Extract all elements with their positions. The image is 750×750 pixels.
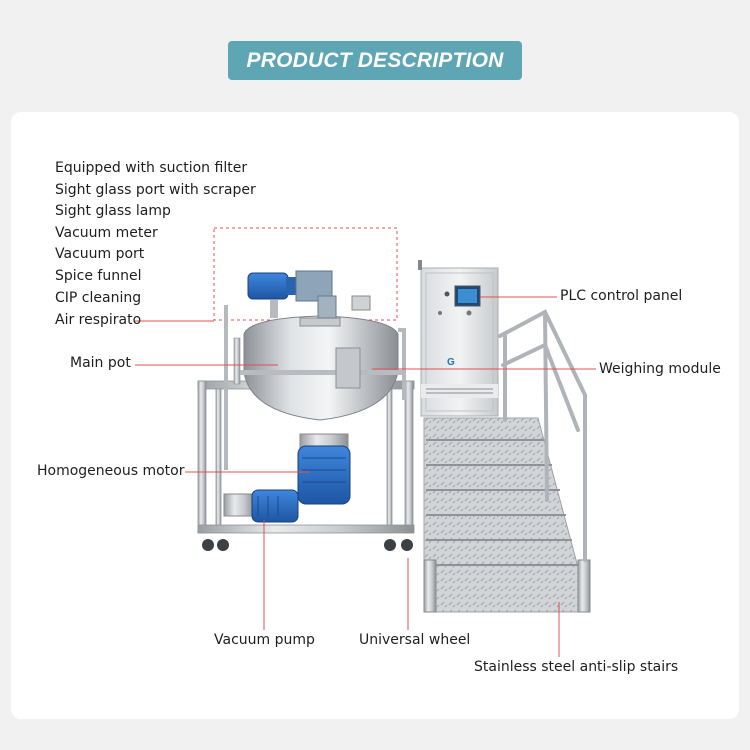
homogenizer-motor <box>297 433 351 505</box>
vacuum-pump-label: Vacuum pump <box>214 632 315 648</box>
feature-item: CIP cleaning <box>55 290 142 306</box>
leader-lines <box>135 296 596 657</box>
feature-item: Vacuum meter <box>55 225 158 241</box>
main-pot-label: Main pot <box>70 355 131 371</box>
vacuum-pump-motor <box>223 489 299 523</box>
homogeneous-motor-label: Homogeneous motor <box>37 463 185 479</box>
feature-item: Vacuum port <box>55 246 145 262</box>
plc-control-panel-label: PLC control panel <box>560 288 683 304</box>
feature-item: Sight glass port with scraper <box>55 182 256 198</box>
main-pot-vessel <box>240 315 402 421</box>
plc-cabinet: G <box>418 260 499 417</box>
diagram-card <box>11 112 739 719</box>
feature-item: Sight glass lamp <box>55 203 171 219</box>
weighing-module-label: Weighing module <box>599 361 721 377</box>
stairs-label: Stainless steel anti-slip stairs <box>474 659 679 675</box>
feature-item: Equipped with suction filter <box>55 160 248 176</box>
stair-handrail <box>498 309 587 562</box>
section-title-banner: PRODUCT DESCRIPTION <box>228 41 522 80</box>
top-agitator-motor <box>247 270 371 319</box>
universal-wheel-label: Universal wheel <box>359 632 471 648</box>
anti-slip-stairs <box>423 417 591 613</box>
brand-mark-logo: G <box>447 357 455 368</box>
caster-wheels <box>202 539 413 551</box>
feature-item: Spice funnel <box>55 268 142 284</box>
feature-item: Air respirato <box>55 312 142 328</box>
